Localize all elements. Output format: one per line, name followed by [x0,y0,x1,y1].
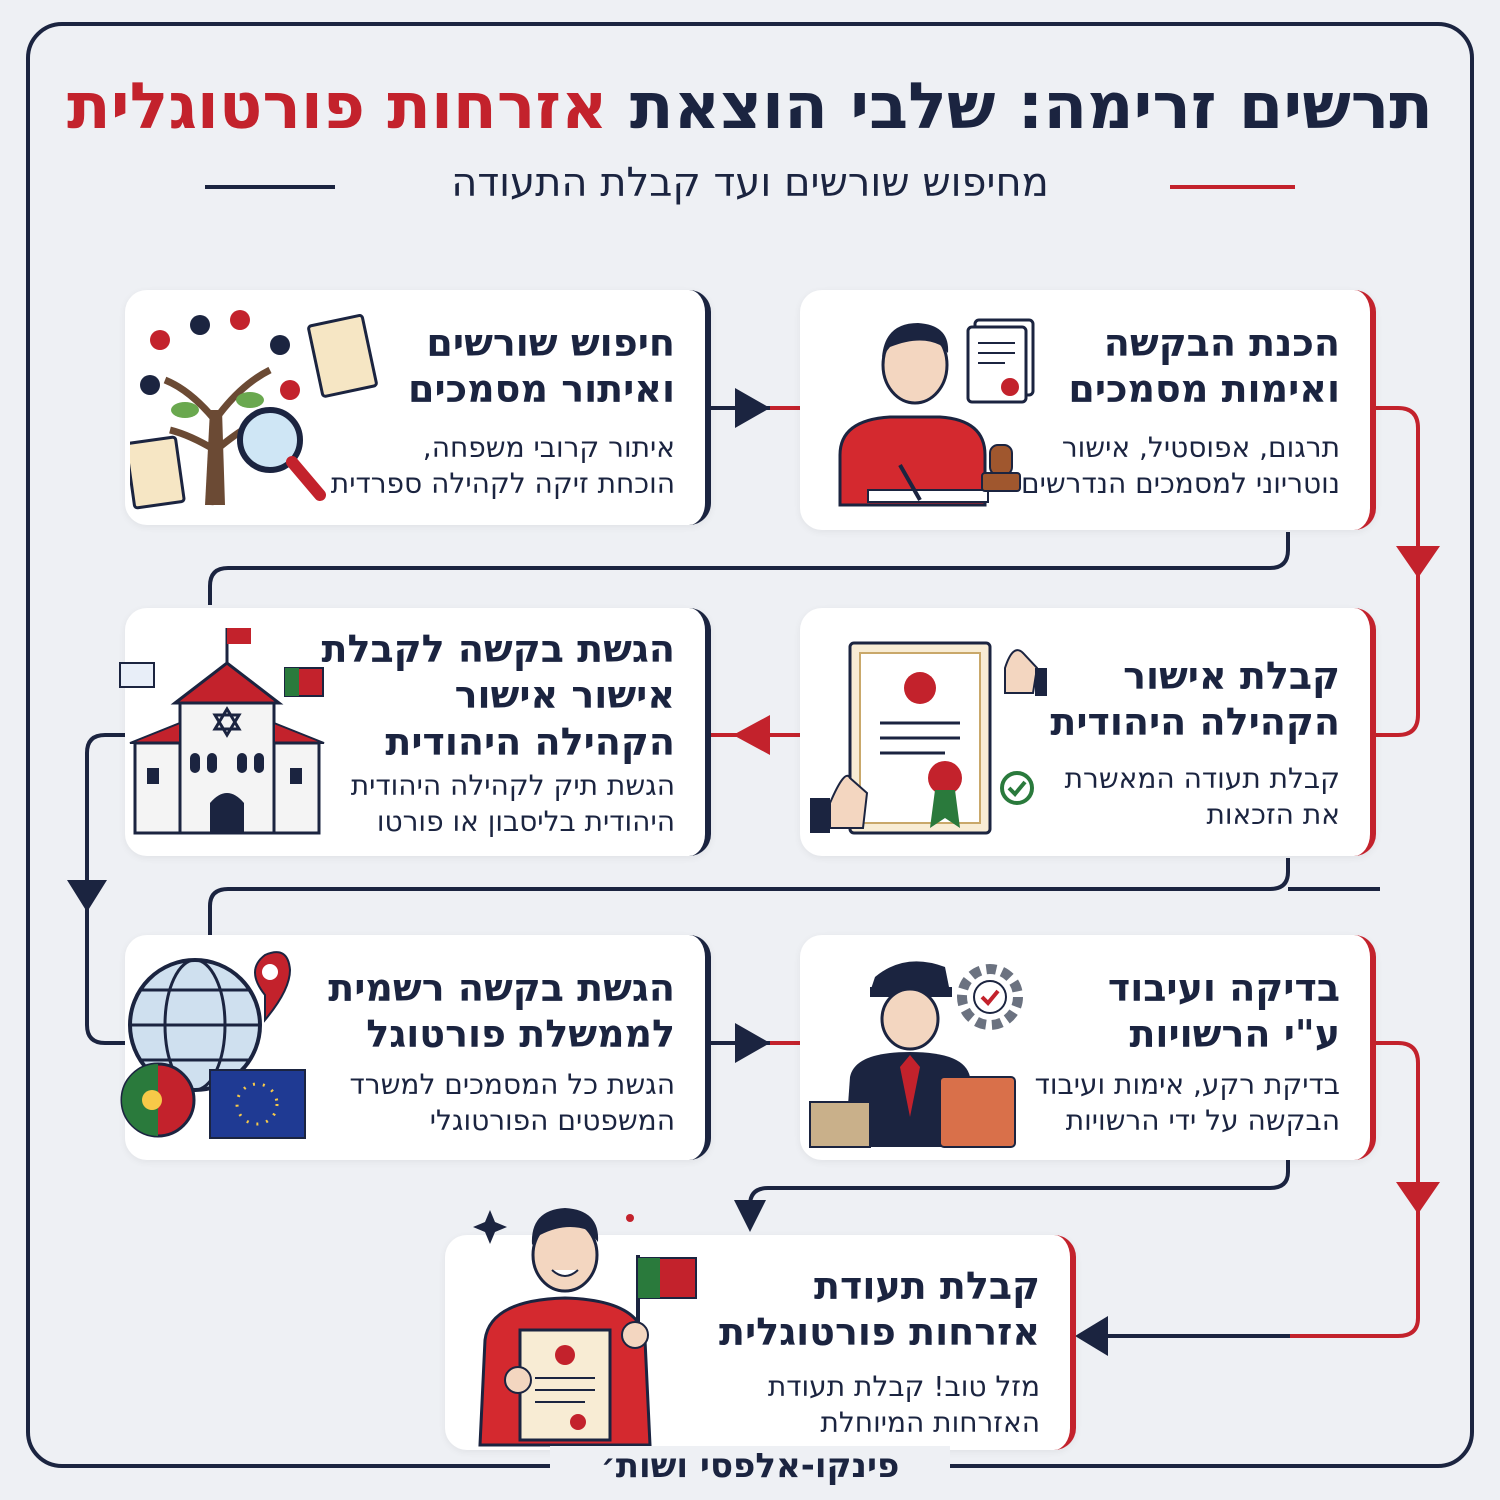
step-title: קבלת תעודת אזרחות פורטוגלית [719,1264,1040,1355]
step-title: בדיקה ועיבוד ע"י הרשויות [1107,966,1340,1057]
step-description: קבלת תעודה המאשרת את הזכאות [1064,762,1340,832]
step-title: קבלת אישור הקהילה היהודית [1050,654,1340,745]
family-tree-icon [130,310,378,510]
step-description: הגשת כל המסמכים למשרד המשפטים הפורטוגלי [349,1068,676,1138]
step-description: בדיקת רקע, אימות ועיבוד הבקשה על ידי הרש… [1034,1068,1340,1138]
step-description: מזל טוב! קבלת תעודת האזרחות המיוחלת [767,1370,1040,1440]
step-card-roots-search: חיפוש שורשים ואיתור מסמכים איתור קרובי מ… [125,290,711,525]
title-dark: תרשים זרימה: שלבי הוצאת [629,70,1433,144]
footer-credit: פינקו-אלפסי ושות׳ [550,1446,950,1486]
certificate-approval-icon [810,641,1047,835]
person-holding-certificate-icon [473,1208,697,1447]
step-title: הכנת הבקשה ואימות מסמכים [1068,321,1340,412]
step-card-authority-review: בדיקה ועיבוד ע"י הרשויות בדיקת רקע, אימו… [800,935,1376,1160]
official-reviewer-icon [809,961,1023,1148]
step-title: הגשת בקשה רשמית לממשלת פורטוגל [328,966,675,1057]
person-signing-documents-icon [838,318,1035,507]
step-title: הגשת בקשה לקבלת אישור אישור הקהילה היהוד… [321,627,676,764]
title-highlight: אזרחות פורטוגלית [67,70,608,144]
step-card-submit-community-request: הגשת בקשה לקבלת אישור אישור הקהילה היהוד… [119,608,711,856]
step-description: תרגום, אפוסטיל, אישור נוטריוני למסמכים ה… [1020,431,1340,501]
step-description: הגשת תיק לקהילה היהודית היהודית בליסבון … [350,769,675,839]
step-card-prepare-application: הכנת הבקשה ואימות מסמכים תרגום, אפוסטיל,… [800,290,1376,530]
globe-eu-portugal-icon [120,951,306,1139]
step-card-community-approval: קבלת אישור הקהילה היהודית קבלת תעודה המא… [800,608,1376,856]
page-subtitle: מחיפוש שורשים ועד קבלת התעודה [451,160,1049,206]
step-card-submit-government-request: הגשת בקשה רשמית לממשלת פורטוגל הגשת כל ה… [120,935,711,1160]
page-title: תרשים זרימה: שלבי הוצאת אזרחות פורטוגלית [60,70,1440,144]
step-description: איתור קרובי משפחה, הוכחת זיקה לקהילה ספר… [330,431,675,501]
step-title: חיפוש שורשים ואיתור מסמכים [407,321,675,412]
synagogue-building-icon [119,628,325,835]
